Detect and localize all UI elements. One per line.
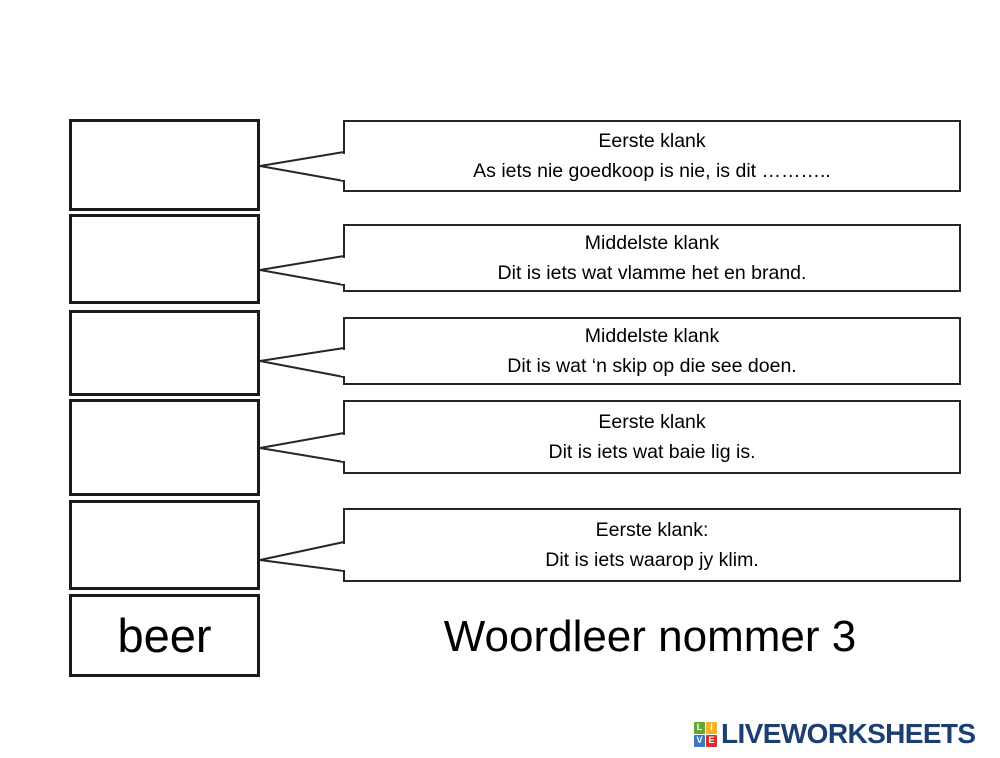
clue-callout-2: Middelste klank Dit is iets wat vlamme h… [343, 224, 961, 292]
clue-callout-5: Eerste klank: Dit is iets waarop jy klim… [343, 508, 961, 582]
callout-tail-3-lower [259, 360, 345, 378]
clue-heading-2: Middelste klank [584, 231, 720, 254]
clue-heading-4: Eerste klank [598, 410, 706, 433]
clue-text-4: Dit is iets wat baie lig is. [548, 441, 756, 463]
callout-tail-2-upper [259, 255, 345, 271]
answer-box-2[interactable] [69, 214, 260, 304]
logo-tile-l: L [694, 721, 705, 734]
clue-callout-3: Middelste klank Dit is wat ‘n skip op di… [343, 317, 961, 385]
clue-text-1: As iets nie goedkoop is nie, is dit ……….… [473, 160, 831, 182]
logo-tile-e: E [706, 734, 717, 747]
logo-tile-i: I [706, 721, 717, 734]
clue-text-2: Dit is iets wat vlamme het en brand. [497, 262, 807, 284]
clue-callout-1: Eerste klank As iets nie goedkoop is nie… [343, 120, 961, 192]
word-box-beer[interactable]: beer [69, 594, 260, 677]
clue-heading-1: Eerste klank [598, 129, 706, 152]
logo-wordmark: LIVEWORKSHEETS [721, 718, 976, 749]
clue-heading-5: Eerste klank: [595, 518, 709, 541]
answer-box-1[interactable] [69, 119, 260, 211]
answer-box-3[interactable] [69, 310, 260, 396]
liveworksheets-logo[interactable]: L I V E LIVEWORKSHEETS [694, 720, 976, 748]
callout-tail-4-upper [259, 432, 345, 449]
callout-tail-3-upper [259, 347, 345, 362]
callout-tail-4-lower [259, 447, 345, 463]
clue-text-3: Dit is wat ‘n skip op die see doen. [507, 355, 797, 377]
logo-tile-v: V [694, 734, 705, 747]
logo-tiles: L I V E [694, 721, 717, 747]
callout-tail-5-upper [259, 541, 345, 561]
clue-text-5: Dit is iets waarop jy klim. [545, 549, 759, 571]
clue-callout-4: Eerste klank Dit is iets wat baie lig is… [343, 400, 961, 474]
answer-box-4[interactable] [69, 399, 260, 496]
callout-tail-5-lower [259, 559, 345, 572]
page-title: Woordleer nommer 3 [443, 612, 857, 661]
callout-tail-1-upper [259, 151, 345, 167]
clue-heading-3: Middelste klank [584, 324, 720, 347]
answer-box-5[interactable] [69, 500, 260, 590]
callout-tail-2-lower [259, 269, 345, 286]
callout-tail-1-lower [259, 165, 345, 182]
word-box-label: beer [117, 609, 212, 662]
